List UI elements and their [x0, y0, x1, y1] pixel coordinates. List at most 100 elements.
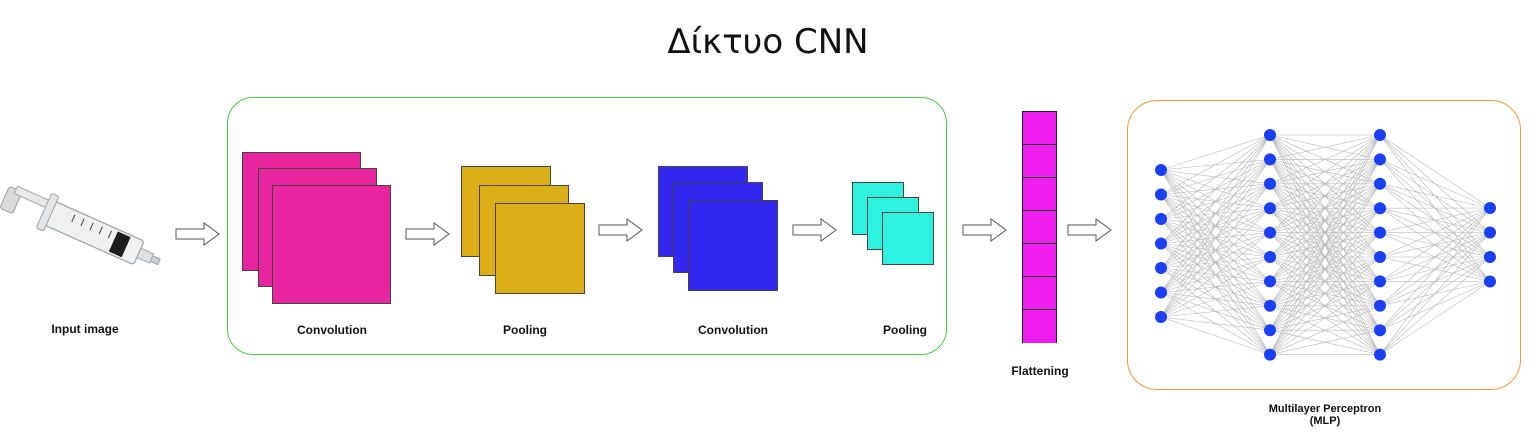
mlp-connection: [1269, 183, 1381, 355]
conv2-label: Convolution: [698, 323, 768, 337]
mlp-neuron: [1374, 299, 1386, 312]
mlp-connection: [1379, 207, 1491, 233]
mlp-neuron: [1374, 324, 1386, 337]
mlp-neuron: [1264, 129, 1276, 141]
mlp-connection: [1379, 207, 1491, 307]
mlp-connection: [1160, 134, 1271, 269]
mlp-neuron: [1264, 348, 1276, 361]
flatten-cell: [1023, 277, 1056, 310]
mlp-connection: [1379, 232, 1491, 355]
mlp-connection: [1160, 305, 1271, 318]
mlp-connection: [1379, 207, 1491, 355]
mlp-connection: [1269, 134, 1381, 355]
mlp-connection: [1160, 183, 1271, 318]
mlp-neuron: [1155, 213, 1167, 225]
mlp-connection: [1379, 159, 1491, 209]
flatten-cell: [1023, 211, 1056, 244]
mlp-connection: [1160, 159, 1271, 318]
mlp-connection: [1160, 281, 1271, 318]
mlp-connection: [1269, 134, 1381, 233]
mlp-neuron: [1484, 202, 1496, 214]
mlp-connection: [1160, 316, 1271, 331]
mlp-neuron: [1155, 237, 1167, 250]
page-title: Δίκτυο CNN: [667, 22, 869, 62]
conv1-label: Convolution: [297, 323, 367, 337]
input-image-label: Input image: [51, 322, 119, 336]
mlp-connection: [1160, 134, 1271, 293]
mlp-neuron: [1264, 251, 1276, 263]
mlp-neuron: [1484, 251, 1496, 263]
mlp-neuron: [1155, 188, 1167, 201]
flatten-cell: [1023, 145, 1056, 178]
pool1-feature-map: [495, 203, 585, 294]
mlp-connection: [1269, 134, 1381, 209]
hollow-right-arrow-icon: [962, 218, 1007, 242]
mlp-connection: [1269, 134, 1381, 258]
mlp-connection: [1269, 305, 1381, 355]
mlp-connection: [1160, 232, 1271, 318]
mlp-connection: [1160, 134, 1271, 318]
mlp-label-line2: (MLP): [1309, 415, 1341, 427]
mlp-neuron: [1155, 164, 1167, 176]
mlp-neuron: [1264, 153, 1276, 166]
mlp-neuron: [1374, 177, 1386, 190]
mlp-connection: [1269, 134, 1381, 160]
mlp-neuron: [1374, 129, 1386, 141]
mlp-neuron: [1264, 299, 1276, 312]
mlp-box: [1127, 100, 1521, 390]
hollow-right-arrow-icon: [598, 218, 643, 242]
mlp-connection: [1269, 208, 1381, 355]
mlp-connection: [1160, 256, 1271, 318]
cnn-feature-box: [227, 97, 947, 355]
mlp-connection: [1269, 134, 1381, 331]
mlp-neuron: [1264, 177, 1276, 190]
mlp-label: Multilayer Perceptron (MLP): [1250, 403, 1400, 427]
pool2-label: Pooling: [883, 323, 927, 337]
mlp-neuron: [1374, 226, 1386, 239]
flatten-cell: [1023, 244, 1056, 277]
mlp-connection: [1269, 281, 1381, 355]
pool1-label: Pooling: [503, 323, 547, 337]
mlp-connection: [1269, 329, 1381, 355]
mlp-connection: [1269, 134, 1381, 282]
mlp-neuron: [1374, 251, 1386, 263]
mlp-connection: [1160, 316, 1271, 355]
mlp-label-line1: Multilayer Perceptron: [1268, 403, 1382, 415]
hollow-right-arrow-icon: [405, 222, 450, 246]
mlp-connection: [1379, 207, 1491, 282]
mlp-connection: [1269, 232, 1381, 355]
mlp-neuron: [1374, 275, 1386, 288]
mlp-neuron: [1264, 202, 1276, 215]
mlp-neuron: [1484, 226, 1496, 239]
mlp-connection: [1379, 256, 1491, 355]
hollow-right-arrow-icon: [1067, 218, 1112, 242]
mlp-connection: [1269, 134, 1381, 306]
hollow-right-arrow-icon: [175, 222, 220, 246]
conv1-feature-map: [272, 185, 391, 304]
mlp-connection: [1160, 134, 1271, 171]
mlp-connection: [1160, 134, 1271, 195]
mlp-connection: [1379, 207, 1491, 331]
pool2-feature-map: [882, 212, 934, 265]
mlp-connection: [1379, 281, 1491, 355]
flatten-vector: [1022, 111, 1057, 343]
flatten-label: Flattening: [1011, 364, 1069, 378]
mlp-neuron: [1374, 202, 1386, 215]
mlp-neuron: [1264, 275, 1276, 288]
mlp-connection: [1269, 256, 1381, 355]
mlp-connection: [1160, 207, 1271, 318]
mlp-connection: [1379, 207, 1491, 258]
mlp-neuron: [1264, 324, 1276, 337]
mlp-neuron: [1155, 262, 1167, 274]
mlp-connection: [1269, 134, 1381, 185]
mlp-connection: [1160, 134, 1271, 244]
mlp-neuron: [1374, 348, 1386, 361]
mlp-connection: [1160, 134, 1271, 220]
mlp-neuron: [1155, 311, 1167, 323]
mlp-neuron: [1374, 153, 1386, 166]
mlp-connection: [1379, 134, 1491, 209]
flatten-cell: [1023, 178, 1056, 211]
conv2-feature-map: [688, 200, 778, 291]
